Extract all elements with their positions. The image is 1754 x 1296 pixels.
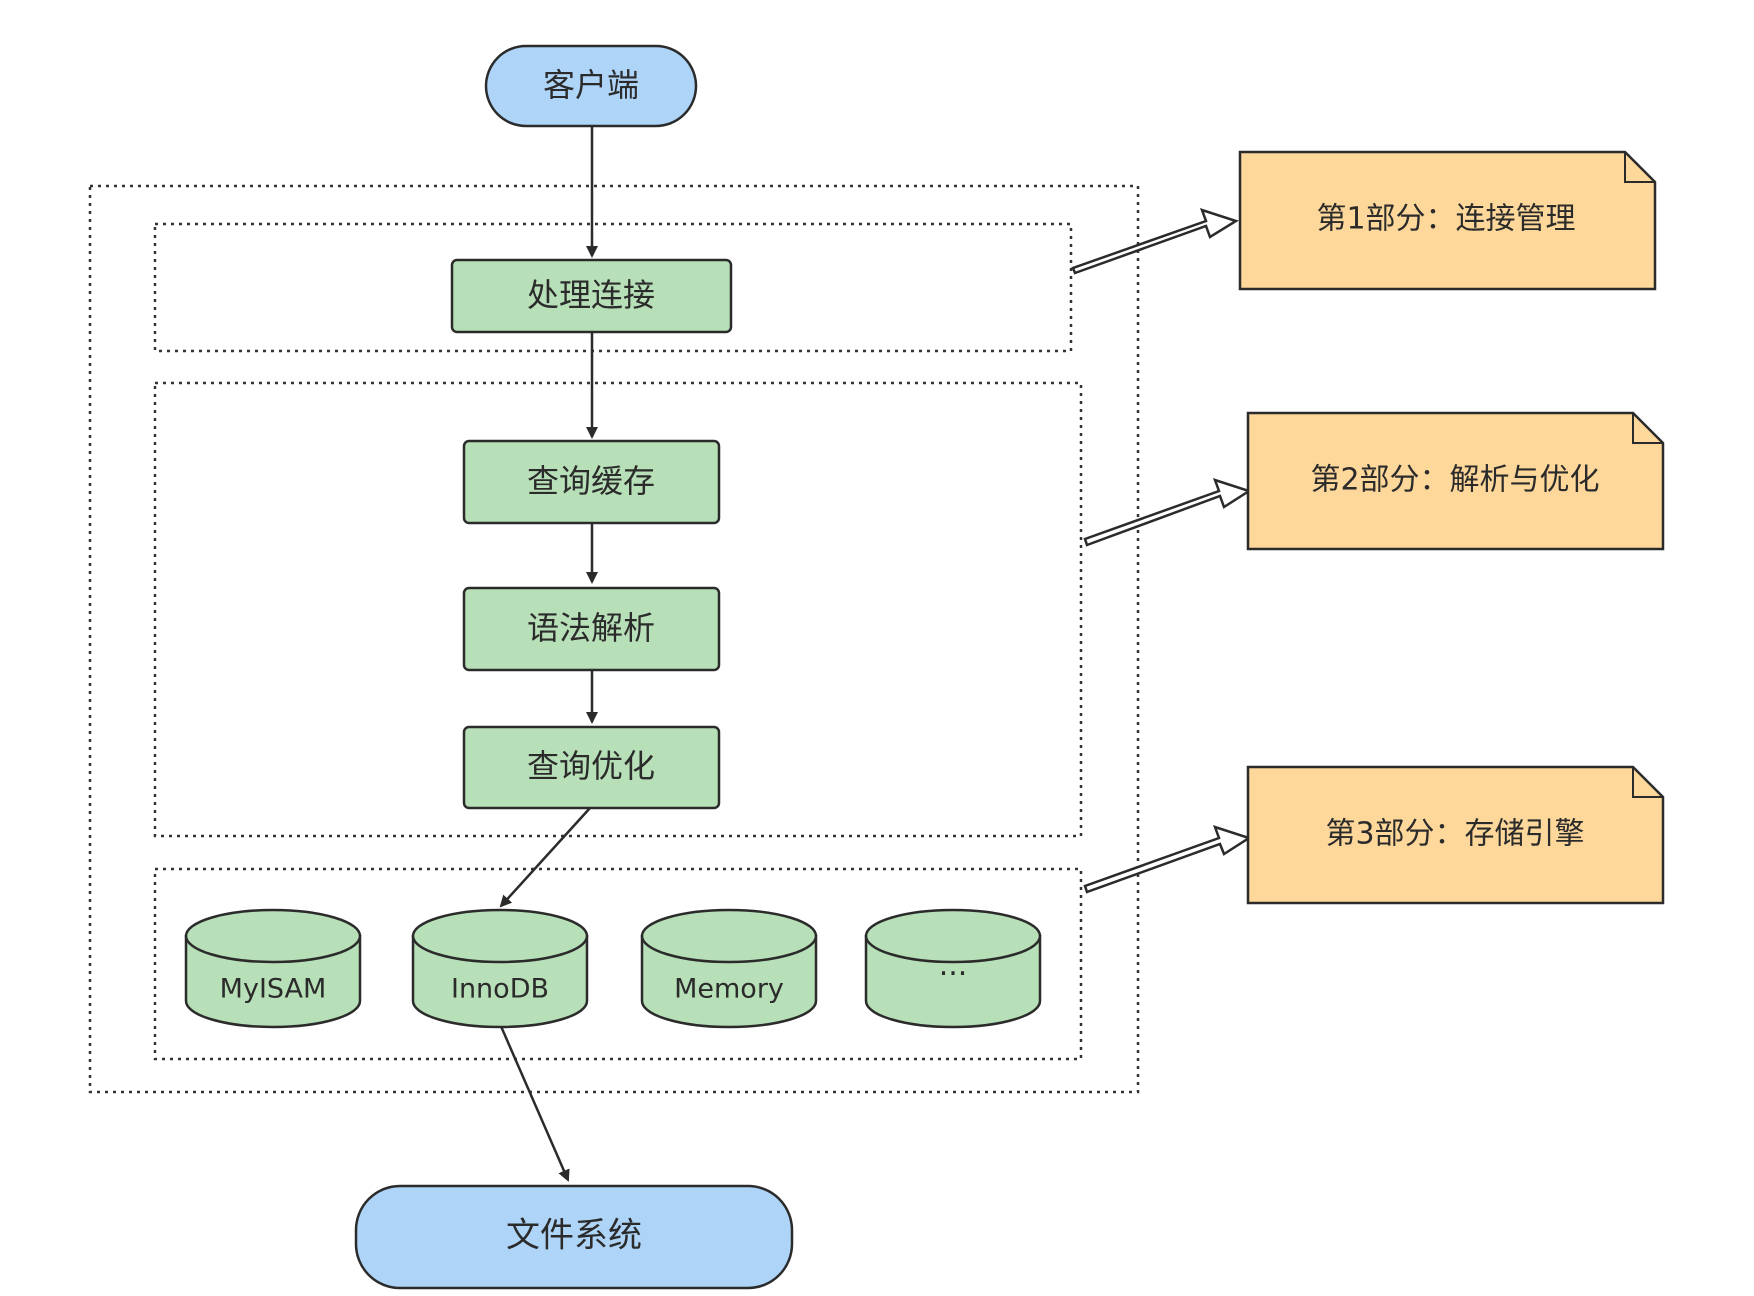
note-part-3-fold <box>1632 767 1663 798</box>
note-arrow-3 <box>1083 825 1252 894</box>
note-part-2-fold <box>1632 413 1663 444</box>
connection-layer-boundary <box>153 222 1073 353</box>
note-part-3-label: 第3部分：存储引擎 <box>1325 817 1584 852</box>
engine-label: InnoDB <box>451 974 549 1005</box>
note-part-3-shape <box>1246 765 1665 905</box>
engine-label: ··· <box>939 957 968 992</box>
note-part-3: 第3部分：存储引擎 <box>1246 765 1665 905</box>
note-part-1-fold <box>1624 152 1655 183</box>
engine-cylinder: ··· <box>864 908 1042 1029</box>
query-optimize-shape <box>462 725 721 810</box>
handle-connection-label: 处理连接 <box>527 276 655 314</box>
note-part-1: 第1部分：连接管理 <box>1238 150 1657 291</box>
syntax-parse-label: 语法解析 <box>527 609 655 647</box>
syntax-parse-node: 语法解析 <box>462 586 721 672</box>
query-cache-shape <box>462 439 721 525</box>
engine-layer-boundary <box>153 867 1083 1061</box>
query-optimize-label: 查询优化 <box>527 747 655 785</box>
handle-connection-shape <box>450 258 733 334</box>
query-cache-node: 查询缓存 <box>462 439 721 525</box>
note-part-2-label: 第2部分：解析与优化 <box>1310 463 1599 498</box>
note-part-1-shape <box>1238 150 1657 291</box>
file-system-label: 文件系统 <box>506 1216 642 1256</box>
file-system-node: 文件系统 <box>354 1184 794 1290</box>
note-arrows <box>1071 208 1252 894</box>
engine-cylinder-top <box>411 908 589 964</box>
engine-label: MyISAM <box>220 974 327 1005</box>
client-shape <box>484 44 698 128</box>
note-arrow-1 <box>1071 208 1239 275</box>
arrow-innodb-to-filesystem <box>498 1023 570 1182</box>
parse-layer-boundary <box>153 381 1083 838</box>
flow-arrows <box>498 127 598 1182</box>
engine-cylinder-top <box>184 908 362 964</box>
engine-cylinder: Memory <box>640 908 818 1029</box>
client-node: 客户端 <box>484 44 698 128</box>
engine-cylinder: InnoDB <box>411 908 589 1029</box>
handle-connection-node: 处理连接 <box>450 258 733 334</box>
engine-label: Memory <box>674 974 784 1005</box>
syntax-parse-shape <box>462 586 721 672</box>
query-optimize-node: 查询优化 <box>462 725 721 810</box>
arrow-optimize-to-innodb <box>499 807 591 908</box>
engine-cylinder: MyISAM <box>184 908 362 1029</box>
storage-engines: MyISAM InnoDB Memory ··· <box>184 908 1042 1029</box>
query-cache-label: 查询缓存 <box>527 462 655 500</box>
note-part-2-shape <box>1246 411 1665 551</box>
engine-cylinder-top <box>640 908 818 964</box>
note-part-1-label: 第1部分：连接管理 <box>1316 202 1575 237</box>
engine-cylinder-top <box>864 908 1042 964</box>
file-system-shape <box>354 1184 794 1290</box>
note-part-2: 第2部分：解析与优化 <box>1246 411 1665 551</box>
client-label: 客户端 <box>543 66 639 104</box>
note-arrow-2 <box>1083 478 1252 547</box>
